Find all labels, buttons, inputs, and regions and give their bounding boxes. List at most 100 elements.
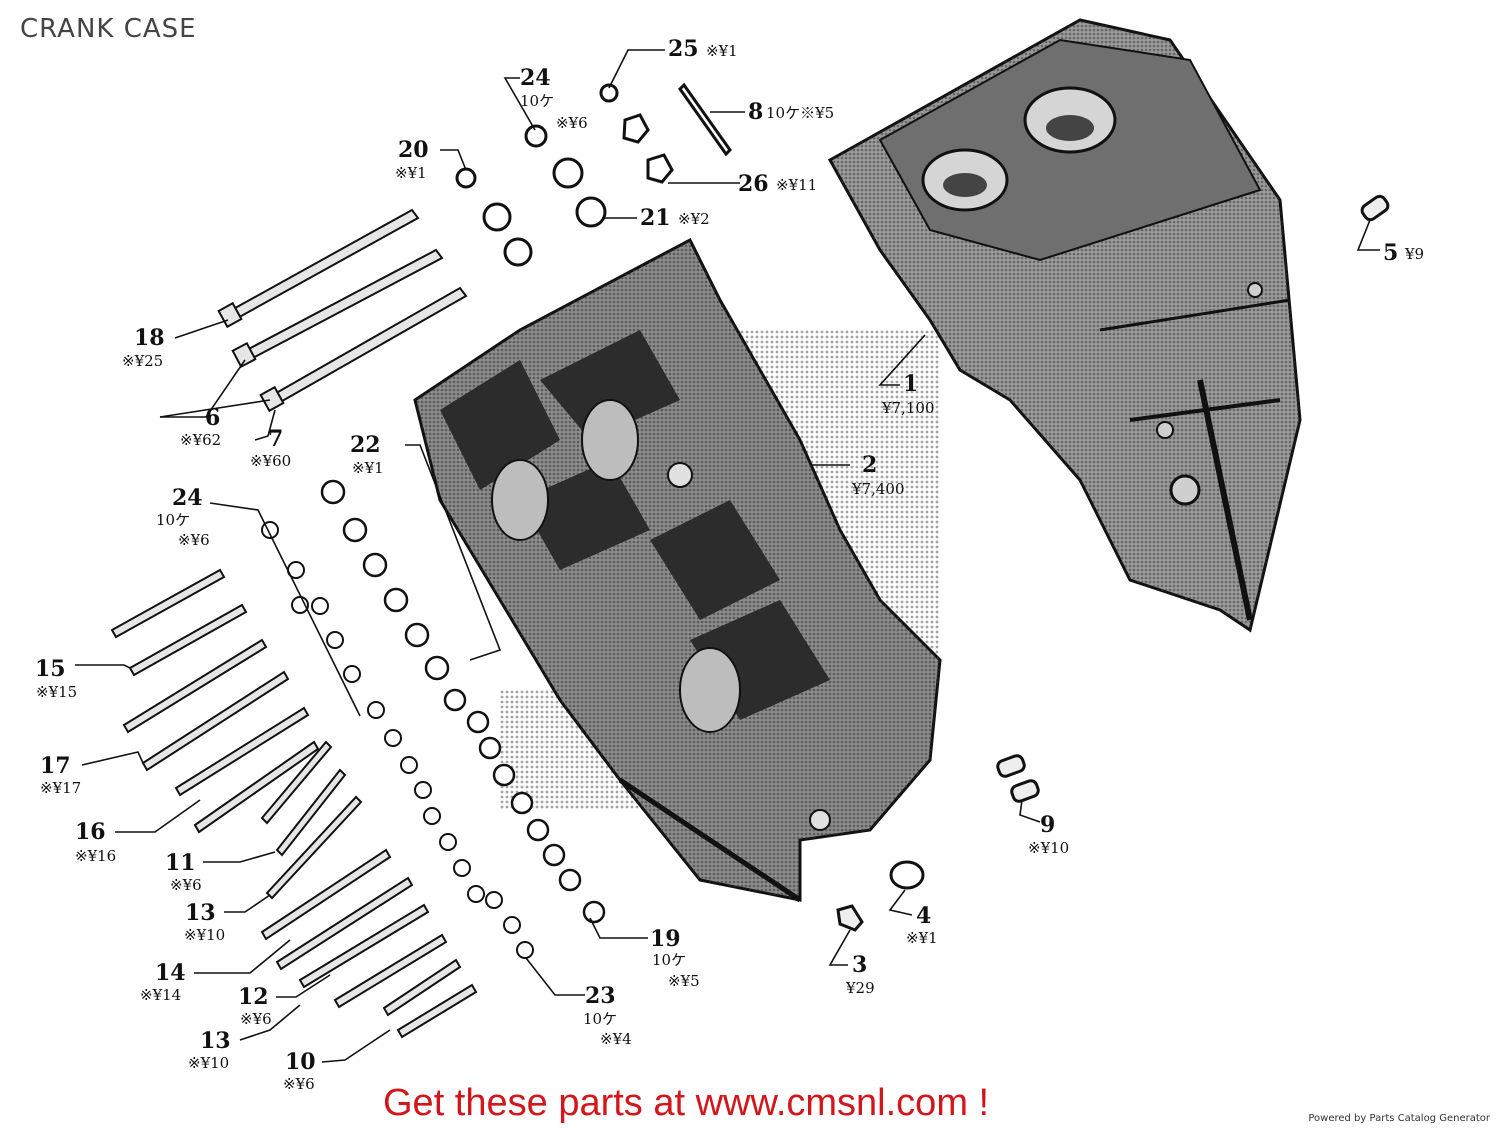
- svg-text:10: 10: [285, 1049, 316, 1075]
- svg-text:24: 24: [520, 65, 551, 91]
- svg-text:22: 22: [350, 432, 381, 458]
- svg-text:10ケ: 10ケ: [583, 1010, 617, 1028]
- svg-text:※¥6: ※¥6: [283, 1075, 315, 1093]
- svg-text:5: 5: [1383, 240, 1398, 266]
- callout-4: 4※¥1: [906, 903, 938, 947]
- svg-text:※¥1: ※¥1: [395, 164, 427, 182]
- svg-text:6: 6: [205, 405, 220, 431]
- svg-text:¥7,100: ¥7,100: [881, 399, 935, 417]
- svg-text:※¥1: ※¥1: [706, 42, 738, 60]
- svg-text:8: 8: [748, 99, 763, 125]
- svg-text:※¥16: ※¥16: [75, 847, 116, 865]
- svg-text:※¥5: ※¥5: [668, 972, 700, 990]
- callout-10: 10※¥6: [283, 1049, 316, 1093]
- callout-17: 17※¥17: [40, 753, 81, 797]
- leader-lines: [75, 49, 1380, 1063]
- svg-text:4: 4: [916, 903, 931, 929]
- svg-text:※¥15: ※¥15: [36, 683, 77, 701]
- callout-3: 3¥29: [845, 952, 875, 997]
- svg-text:12: 12: [238, 984, 269, 1010]
- svg-text:11: 11: [165, 850, 196, 876]
- callout-21: 21 ※¥2: [640, 205, 710, 231]
- callout-1: 1 ¥7,100: [881, 371, 935, 417]
- callout-25: 25 ※¥1: [668, 36, 738, 62]
- svg-text:13: 13: [185, 900, 216, 926]
- svg-text:1: 1: [903, 371, 918, 397]
- callout-7: 7※¥60: [250, 426, 291, 470]
- long-bolts-upper: [217, 208, 468, 413]
- callout-5: 5 ¥9: [1383, 240, 1424, 266]
- svg-text:10ケ: 10ケ: [652, 951, 686, 969]
- upper-crankcase: [827, 18, 1302, 633]
- svg-text:※¥6: ※¥6: [240, 1010, 272, 1028]
- callout-14: 14※¥14: [140, 960, 186, 1004]
- svg-text:14: 14: [155, 960, 186, 986]
- top-small-parts: [455, 82, 732, 267]
- svg-text:24: 24: [172, 485, 203, 511]
- svg-text:※¥10: ※¥10: [184, 926, 225, 944]
- callout-12: 12※¥6: [238, 984, 272, 1028]
- callout-2: 2 ¥7,400: [851, 452, 905, 498]
- promo-banner[interactable]: Get these parts at www.cmsnl.com !: [383, 1082, 990, 1124]
- right-small-parts: [836, 194, 1390, 932]
- svg-text:23: 23: [585, 983, 616, 1009]
- callout-13: 13※¥10: [188, 1028, 231, 1072]
- callout-13: 13※¥10: [184, 900, 225, 944]
- svg-text:16: 16: [75, 819, 106, 845]
- svg-text:18: 18: [134, 325, 165, 351]
- callout-26: 26 ※¥11: [738, 171, 817, 197]
- svg-text:※¥62: ※¥62: [180, 431, 221, 449]
- powered-by-footer: Powered by Parts Catalog Generator: [1308, 1113, 1490, 1124]
- washer-column-24: [261, 521, 534, 959]
- svg-text:※¥1: ※¥1: [352, 459, 384, 477]
- svg-text:※¥11: ※¥11: [776, 176, 817, 194]
- svg-text:21: 21: [640, 205, 671, 231]
- svg-text:※¥10: ※¥10: [188, 1054, 229, 1072]
- callout-11: 11※¥6: [165, 850, 202, 894]
- svg-text:20: 20: [398, 137, 429, 163]
- svg-text:26: 26: [738, 171, 769, 197]
- callout-15: 15※¥15: [35, 656, 77, 701]
- svg-text:19: 19: [650, 926, 681, 952]
- callout-20: 20※¥1: [395, 137, 429, 182]
- svg-text:10ケ: 10ケ: [156, 511, 190, 529]
- lower-crankcase: [413, 237, 942, 903]
- svg-text:※¥60: ※¥60: [250, 452, 291, 470]
- svg-text:※¥6: ※¥6: [178, 531, 210, 549]
- svg-text:※¥14: ※¥14: [140, 986, 181, 1004]
- svg-text:2: 2: [862, 452, 877, 478]
- svg-text:15: 15: [35, 656, 66, 682]
- page-title: CRANK CASE: [20, 14, 197, 44]
- long-bolts-lower: [110, 568, 478, 1039]
- callout-9: 9※¥10: [1028, 812, 1069, 857]
- callout-16: 16 ※¥16: [75, 819, 116, 865]
- svg-text:※¥2: ※¥2: [678, 210, 710, 228]
- svg-text:※¥17: ※¥17: [40, 779, 81, 797]
- svg-text:¥29: ¥29: [845, 979, 875, 997]
- svg-text:25: 25: [668, 36, 699, 62]
- svg-text:※¥10: ※¥10: [1028, 839, 1069, 857]
- svg-text:9: 9: [1040, 812, 1055, 838]
- svg-text:※¥1: ※¥1: [906, 929, 938, 947]
- svg-text:17: 17: [40, 753, 71, 779]
- svg-text:3: 3: [852, 952, 867, 978]
- svg-text:13: 13: [200, 1028, 231, 1054]
- svg-text:10ケ: 10ケ: [520, 92, 554, 110]
- callout-18: 18※¥25: [122, 325, 165, 370]
- washer-column-22: [320, 479, 606, 924]
- svg-text:※¥6: ※¥6: [170, 876, 202, 894]
- svg-text:¥9: ¥9: [1404, 245, 1424, 263]
- svg-text:7: 7: [268, 426, 283, 452]
- svg-text:※¥6: ※¥6: [556, 114, 588, 132]
- svg-text:¥7,400: ¥7,400: [851, 480, 905, 498]
- svg-text:※¥4: ※¥4: [600, 1030, 632, 1048]
- svg-text:10ケ※¥5: 10ケ※¥5: [766, 104, 834, 122]
- callout-6: 6※¥62: [180, 405, 221, 449]
